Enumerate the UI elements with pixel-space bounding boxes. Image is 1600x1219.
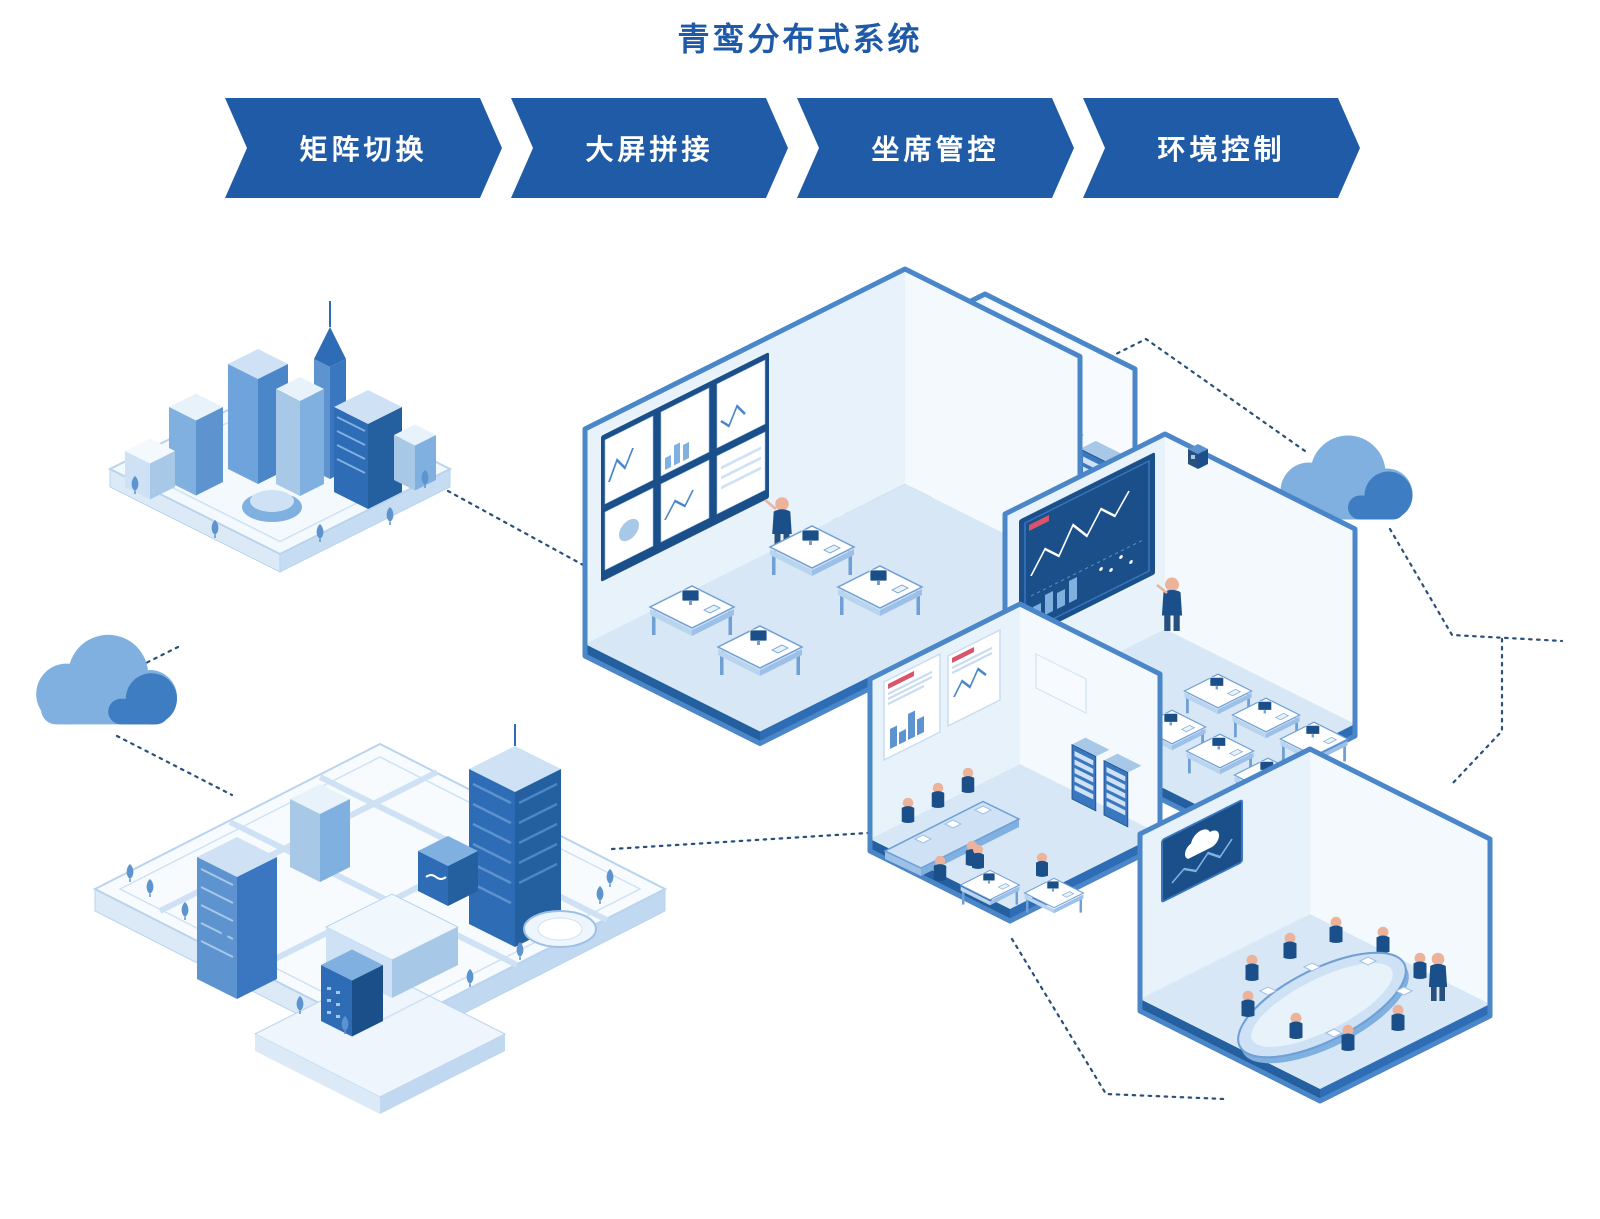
wall-screen-cloud: [1161, 799, 1243, 903]
wall-window: [1035, 652, 1087, 715]
process-banner-row: 矩阵切换 大屏拼接 坐席管控 环境控制: [225, 98, 1360, 198]
banner-label: 坐席管控: [871, 134, 1000, 165]
wall-posters: [883, 628, 1001, 762]
banner-matrix-switching: 矩阵切换: [225, 98, 502, 198]
page-title: 青鸾分布式系统: [677, 21, 923, 57]
city-block-bottom-left: [92, 724, 668, 1114]
person-icon: [1241, 990, 1255, 1017]
person-icon: [933, 855, 947, 881]
presentation-screen: [1019, 452, 1155, 642]
skyscrapers: [125, 301, 436, 522]
person-icon: [1289, 1012, 1303, 1039]
oval-conference-table: [1237, 951, 1413, 1064]
person-icon: [1245, 954, 1259, 981]
pointing-arm: [764, 499, 777, 510]
illustration-svg: [36, 266, 1564, 1114]
person-icon: [961, 767, 975, 793]
projector-box: [1188, 444, 1208, 469]
banner-environment-control: 环境控制: [1083, 98, 1360, 198]
person-icon: [1329, 916, 1343, 943]
video-wall: [601, 352, 769, 582]
cloud-left-icon: [36, 634, 178, 725]
buildings: [197, 724, 597, 1037]
city-block-top-left: [107, 301, 453, 573]
conference-room-oval-table: [1137, 746, 1493, 1104]
person-icon: [1341, 1024, 1355, 1051]
person-icon: [1283, 932, 1297, 959]
person-icon: [1036, 852, 1048, 877]
banner-seat-control: 坐席管控: [797, 98, 1074, 198]
dotted-connectors: [115, 337, 1564, 1101]
person-icon: [972, 844, 984, 869]
person-icon: [931, 782, 945, 808]
person-icon: [1391, 1004, 1405, 1031]
banner-screen-splicing: 大屏拼接: [511, 98, 788, 198]
pointing-arm: [1156, 584, 1168, 594]
banner-label: 矩阵切换: [299, 134, 428, 165]
person-icon: [1413, 952, 1427, 979]
banner-label: 大屏拼接: [585, 134, 714, 165]
banner-label: 环境控制: [1157, 134, 1286, 165]
system-illustration: [0, 239, 1600, 1219]
person-icon: [1376, 926, 1390, 953]
person-icon: [901, 797, 915, 823]
